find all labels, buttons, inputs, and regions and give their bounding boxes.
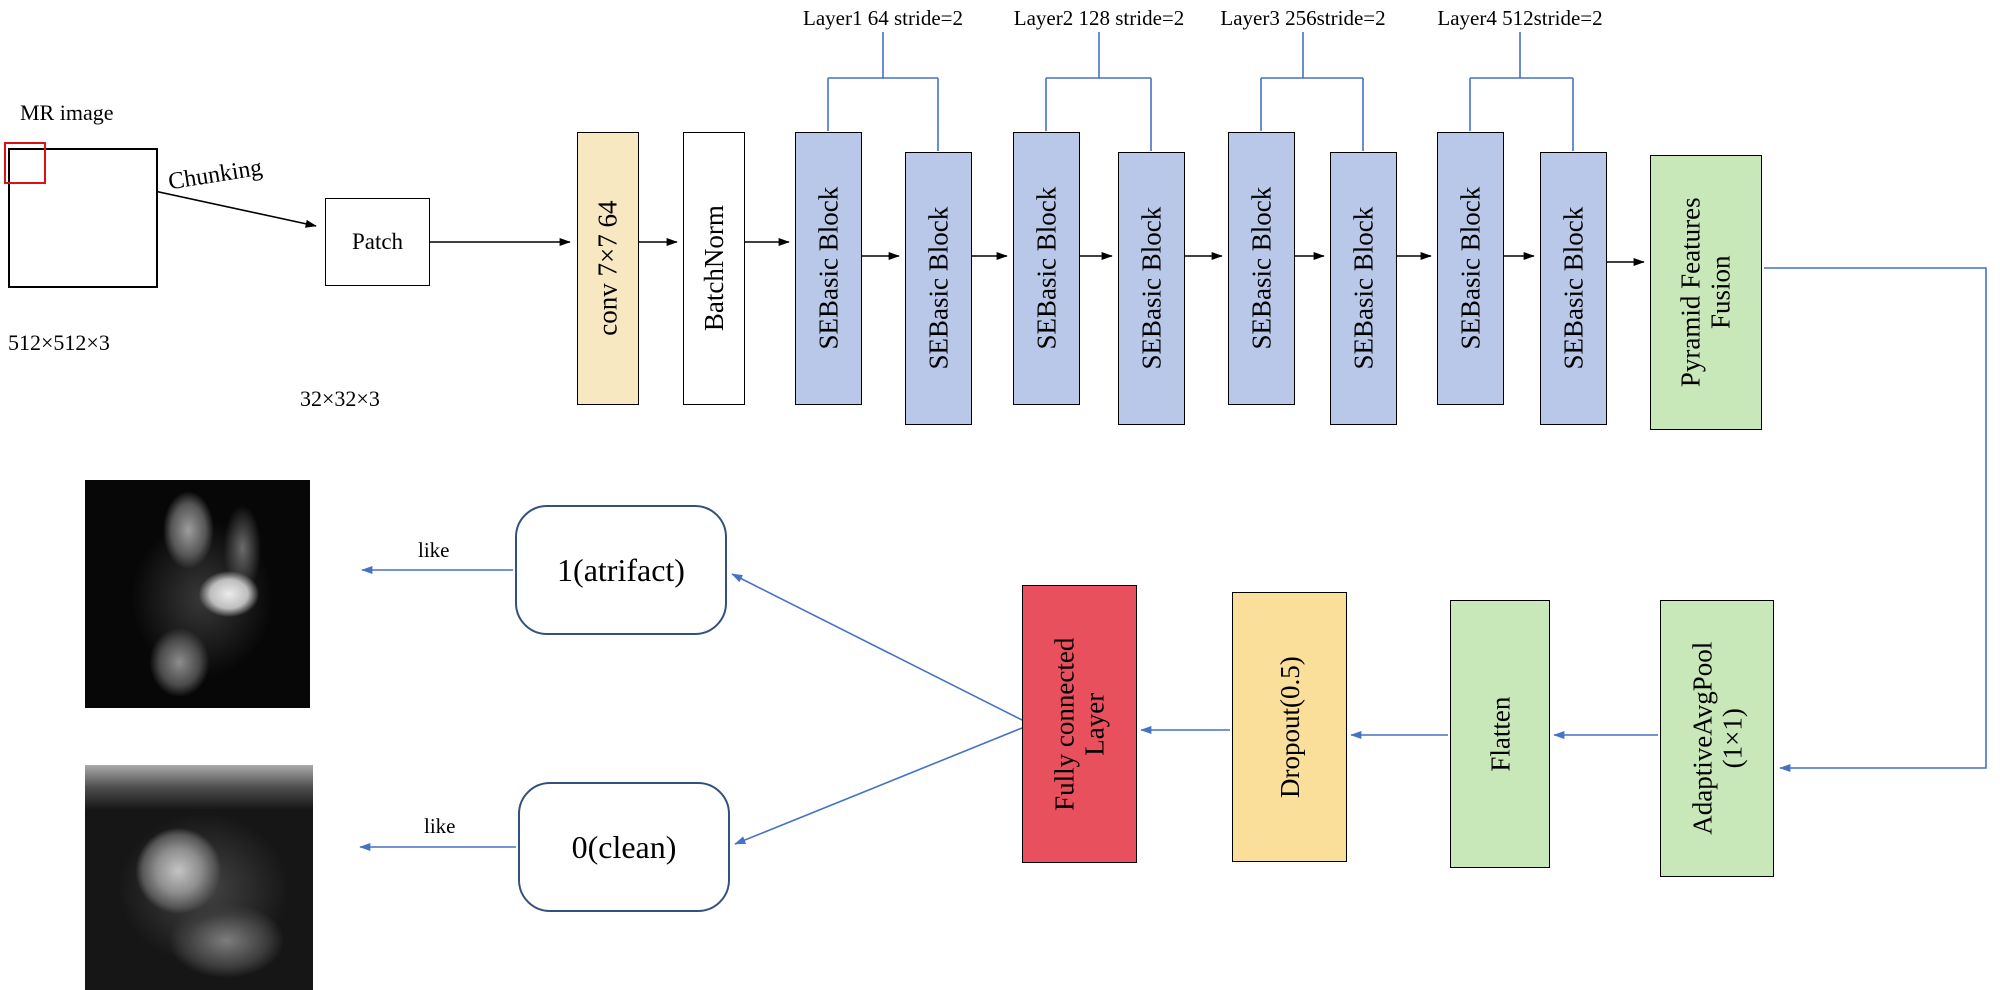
mr-image-box xyxy=(8,148,158,288)
artifact-output-box: 1(atrifact) xyxy=(515,505,727,635)
flatten-box: Flatten xyxy=(1450,600,1550,868)
like-label-top: like xyxy=(418,538,450,562)
adaptive-pool-label: AdaptiveAvgPool (1×1) xyxy=(1687,642,1747,835)
dropout-box: Dropout(0.5) xyxy=(1232,592,1347,862)
red-patch-marker xyxy=(4,142,46,184)
layer3-label: Layer3 256stride=2 xyxy=(1220,6,1386,30)
pyramid-fusion-line2: Fusion xyxy=(1706,255,1736,330)
flatten-label: Flatten xyxy=(1484,696,1515,772)
se-block-2-label: SEBasic Block xyxy=(923,207,954,370)
pyramid-fusion-box: Pyramid Features Fusion xyxy=(1650,155,1762,430)
artifact-output-label: 1(atrifact) xyxy=(557,551,685,588)
patch-size-label: 32×32×3 xyxy=(300,386,380,411)
se-block-2: SEBasic Block xyxy=(905,152,972,425)
se-block-5: SEBasic Block xyxy=(1228,132,1295,405)
dropout-label: Dropout(0.5) xyxy=(1274,656,1305,798)
se-block-3-label: SEBasic Block xyxy=(1031,187,1062,350)
se-block-3: SEBasic Block xyxy=(1013,132,1080,405)
batchnorm-box: BatchNorm xyxy=(683,132,745,405)
conv-box: conv 7×7 64 xyxy=(577,132,639,405)
se-block-4: SEBasic Block xyxy=(1118,152,1185,425)
mri-clean-image xyxy=(85,765,313,990)
se-block-1: SEBasic Block xyxy=(795,132,862,405)
batchnorm-label: BatchNorm xyxy=(698,205,729,332)
se-block-5-label: SEBasic Block xyxy=(1246,187,1277,350)
layer2-label: Layer2 128 stride=2 xyxy=(1013,6,1185,30)
mri-artifact-image xyxy=(85,480,310,708)
pyramid-fusion-label: Pyramid Features Fusion xyxy=(1676,198,1736,388)
fc-line1: Fully connected xyxy=(1049,637,1080,811)
patch-box: Patch xyxy=(325,198,430,286)
conv-label: conv 7×7 64 xyxy=(592,200,623,337)
pyramid-fusion-line1: Pyramid Features xyxy=(1675,197,1706,388)
se-block-8: SEBasic Block xyxy=(1540,152,1607,425)
layer4-label: Layer4 512stride=2 xyxy=(1437,6,1603,30)
clean-output-box: 0(clean) xyxy=(518,782,730,912)
adaptive-pool-box: AdaptiveAvgPool (1×1) xyxy=(1660,600,1774,877)
fc-line2: Layer xyxy=(1079,692,1110,756)
patch-label: Patch xyxy=(351,229,404,254)
fc-box: Fully connected Layer xyxy=(1022,585,1137,863)
se-block-4-label: SEBasic Block xyxy=(1136,207,1167,370)
se-block-8-label: SEBasic Block xyxy=(1558,207,1589,370)
mr-size-label: 512×512×3 xyxy=(8,330,110,355)
clean-output-label: 0(clean) xyxy=(571,828,677,865)
adaptive-pool-line2: (1×1) xyxy=(1717,708,1748,769)
adaptive-pool-line1: AdaptiveAvgPool xyxy=(1686,642,1717,835)
se-block-6: SEBasic Block xyxy=(1330,152,1397,425)
layer1-label: Layer1 64 stride=2 xyxy=(803,6,963,30)
mr-image-label: MR image xyxy=(20,100,114,125)
se-block-7: SEBasic Block xyxy=(1437,132,1504,405)
fc-label: Fully connected Layer xyxy=(1049,637,1109,810)
se-block-6-label: SEBasic Block xyxy=(1348,207,1379,370)
like-label-bottom: like xyxy=(424,814,456,838)
se-block-7-label: SEBasic Block xyxy=(1455,187,1486,350)
se-block-1-label: SEBasic Block xyxy=(813,187,844,350)
